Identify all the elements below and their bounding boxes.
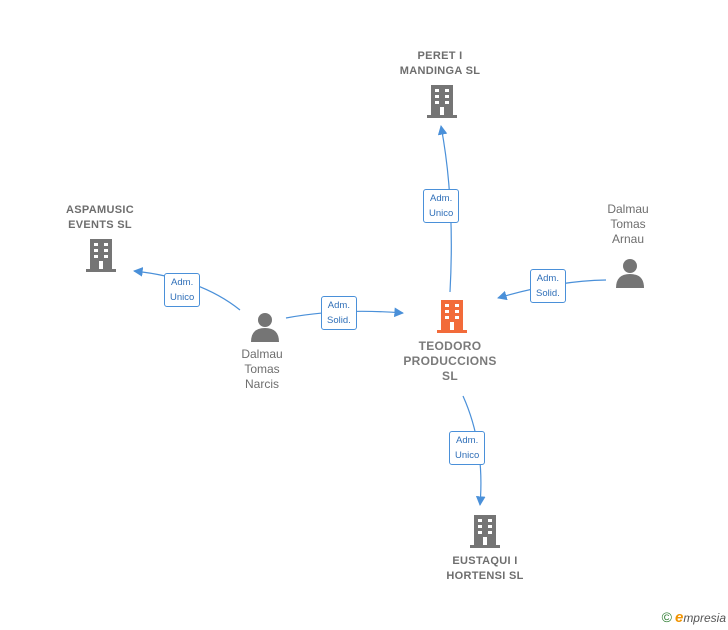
edge-label-narcis-aspamusic: Adm. Unico — [164, 273, 201, 307]
node-label-arnau[interactable]: Dalmau Tomas Arnau — [607, 202, 649, 246]
building-icon[interactable] — [470, 515, 500, 548]
node-label-eustaqui[interactable]: EUSTAQUI I HORTENSI SL — [446, 555, 524, 582]
building-icon[interactable] — [86, 239, 116, 272]
node-label-aspamusic[interactable]: ASPAMUSIC EVENTS SL — [66, 204, 134, 231]
person-icon[interactable] — [616, 259, 644, 288]
edge-label-teodoro-peret: Adm. Unico — [423, 189, 460, 223]
node-label-peret[interactable]: PERET I MANDINGA SL — [399, 50, 481, 77]
edge-label-narcis-teodoro: Adm. Solid. — [321, 296, 357, 330]
person-icon[interactable] — [251, 313, 279, 342]
copyright-icon: © — [661, 609, 672, 625]
empresia-logo: ©empresia — [662, 609, 726, 626]
brand-rest: mpresia — [683, 611, 726, 625]
node-label-narcis[interactable]: Dalmau Tomas Narcis — [241, 347, 283, 391]
brand-initial: e — [674, 609, 684, 626]
edge-label-teodoro-eustaqui: Adm. Unico — [449, 431, 486, 465]
node-label-teodoro[interactable]: TEODORO PRODUCCIONS SL — [403, 339, 497, 383]
building-icon[interactable] — [427, 85, 457, 118]
building-icon[interactable] — [437, 300, 467, 333]
edge-label-arnau-teodoro: Adm. Solid. — [530, 269, 566, 303]
